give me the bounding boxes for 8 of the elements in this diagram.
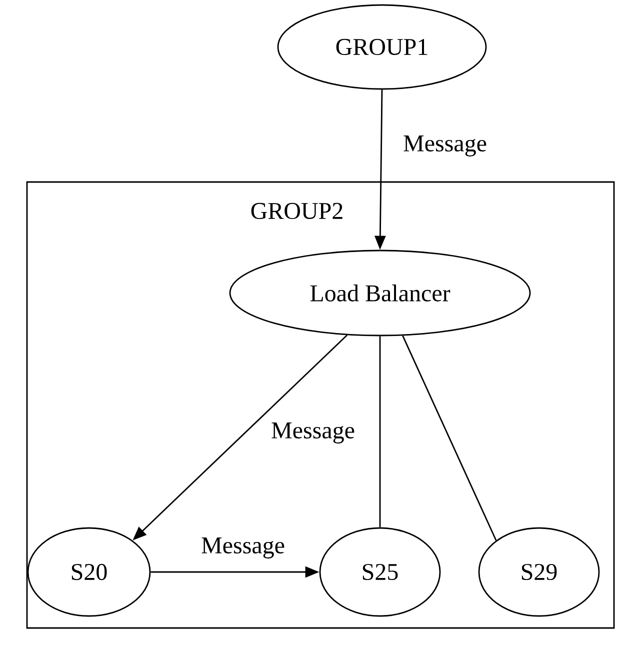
ellipse-node: Load Balancer [229,250,531,336]
edge-label: Message [200,536,286,560]
ellipse-node: GROUP1 [277,4,487,90]
ellipse-node: S20 [27,527,151,617]
edge-label: Message [270,422,356,444]
ellipse-node: S25 [319,527,441,617]
edge-label: Message [402,134,488,158]
ellipse-node: S29 [478,527,600,617]
